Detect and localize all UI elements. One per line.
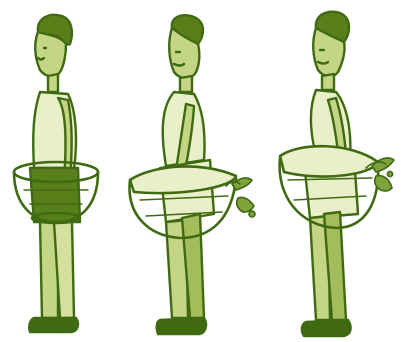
figure-1-standing-upright <box>14 15 98 332</box>
figure-3-shoe <box>302 320 351 336</box>
figure-3-neck <box>322 74 334 90</box>
figure-2-water-spill <box>226 178 255 217</box>
figure-1-head <box>35 32 66 76</box>
figure-1-shoe <box>29 318 78 332</box>
figure-2-standing-swayback <box>130 15 255 334</box>
figure-2-shoe <box>157 318 206 334</box>
figure-2-neck <box>180 76 192 92</box>
figure-1-neck <box>48 74 58 92</box>
figure-3-standing-arched <box>280 12 394 336</box>
